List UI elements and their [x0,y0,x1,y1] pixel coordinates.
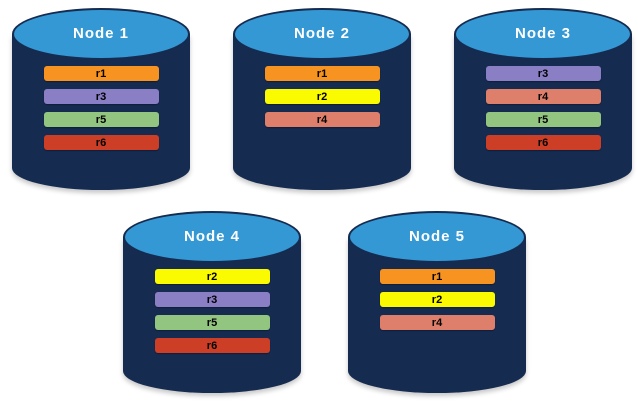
replica-bar-r5[interactable]: r5 [485,112,601,127]
node-cylinder-5[interactable]: Node 5 r1 r2 r4 [348,211,526,393]
replica-bar-r4[interactable]: r4 [264,112,380,127]
replica-stack: r1 r3 r5 r6 [12,66,190,150]
replica-bar-r3[interactable]: r3 [485,66,601,81]
node-cylinder-3[interactable]: Node 3 r3 r4 r5 r6 [454,8,632,190]
replica-bar-r1[interactable]: r1 [264,66,380,81]
replica-bar-r6[interactable]: r6 [485,135,601,150]
node-label: Node 5 [408,228,465,245]
replica-bar-r4[interactable]: r4 [379,315,495,330]
node-label: Node 1 [72,25,129,42]
cylinder-top-ellipse [123,211,301,263]
node-label: Node 2 [293,25,350,42]
replica-bar-r5[interactable]: r5 [43,112,159,127]
replica-stack: r1 r2 r4 [233,66,411,127]
node-label: Node 4 [183,228,240,245]
cylinder-top-ellipse [233,8,411,60]
node-cylinder-2[interactable]: Node 2 r1 r2 r4 [233,8,411,190]
replica-bar-r6[interactable]: r6 [43,135,159,150]
replica-bar-r2[interactable]: r2 [264,89,380,104]
replica-bar-r2[interactable]: r2 [154,269,270,284]
replica-bar-r2[interactable]: r2 [379,292,495,307]
replica-stack: r1 r2 r4 [348,269,526,330]
replica-bar-r5[interactable]: r5 [154,315,270,330]
node-cylinder-1[interactable]: Node 1 r1 r3 r5 r6 [12,8,190,190]
cylinder-top-ellipse [12,8,190,60]
node-label: Node 3 [514,25,571,42]
replica-stack: r2 r3 r5 r6 [123,269,301,353]
replica-stack: r3 r4 r5 r6 [454,66,632,150]
replica-bar-r1[interactable]: r1 [43,66,159,81]
node-cylinder-4[interactable]: Node 4 r2 r3 r5 r6 [123,211,301,393]
cylinder-top-ellipse [348,211,526,263]
replica-bar-r3[interactable]: r3 [43,89,159,104]
replica-bar-r1[interactable]: r1 [379,269,495,284]
cylinder-top-ellipse [454,8,632,60]
replica-bar-r4[interactable]: r4 [485,89,601,104]
replica-bar-r3[interactable]: r3 [154,292,270,307]
replica-bar-r6[interactable]: r6 [154,338,270,353]
